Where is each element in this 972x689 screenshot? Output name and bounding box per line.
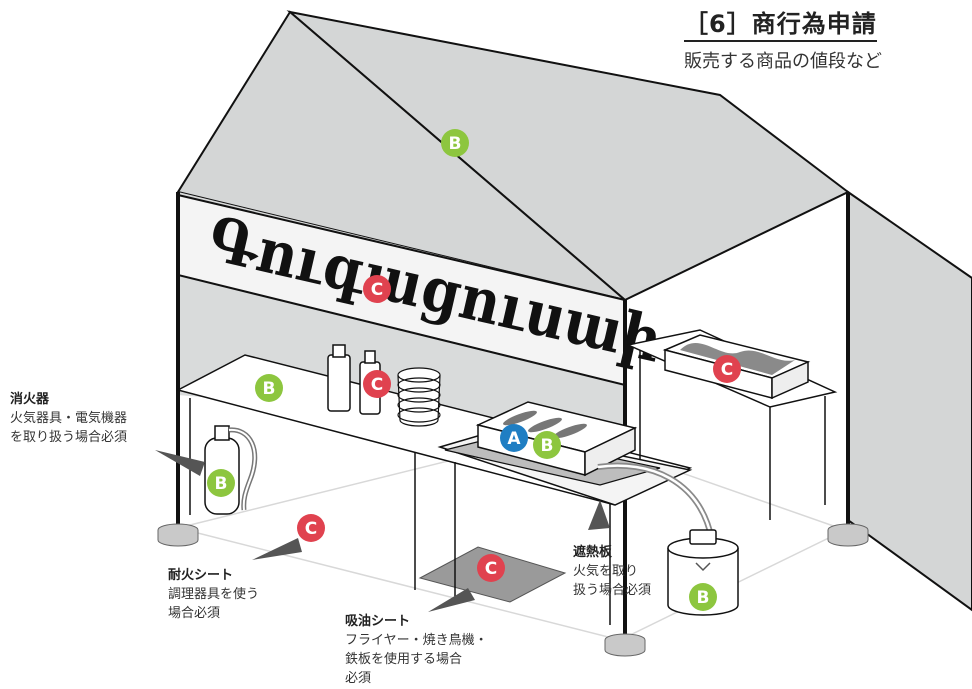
svg-text:A: A	[507, 429, 521, 449]
label-oil-sheet-title: 吸油シート	[345, 614, 411, 629]
oil-can	[667, 529, 739, 616]
svg-text:C: C	[721, 360, 733, 380]
fire-extinguisher	[204, 425, 258, 515]
svg-text:B: B	[263, 379, 276, 399]
svg-text:B: B	[215, 474, 228, 494]
label-heat-shield-line: 扱う場合必須	[573, 583, 652, 598]
svg-text:C: C	[371, 280, 383, 300]
label-oil-sheet: 吸油シート フライヤー・焼き鳥機・ 鉄板を使用する場合 必須	[345, 612, 488, 688]
svg-text:B: B	[449, 134, 462, 154]
badge-roof: B	[441, 129, 469, 157]
label-heat-shield-line: 火気を取り	[573, 564, 639, 579]
label-extinguisher-line: を取り扱う場合必須	[10, 430, 128, 445]
label-fire-sheet-line: 調理器具を使う	[168, 587, 260, 602]
badge-oil-can: B	[689, 583, 717, 611]
label-heat-shield: 遮熱板 火気を取り 扱う場合必須	[573, 543, 651, 600]
label-extinguisher-line: 火気器具・電気機器	[10, 411, 128, 426]
svg-text:B: B	[697, 588, 710, 608]
label-oil-sheet-line: 必須	[345, 671, 372, 686]
plate-stack	[397, 367, 441, 427]
label-fire-sheet: 耐火シート 調理器具を使う 場合必須	[168, 566, 259, 623]
badge-box: C	[713, 355, 741, 383]
badge-bottles: C	[363, 370, 391, 398]
svg-text:C: C	[305, 519, 317, 539]
label-oil-sheet-line: フライヤー・焼き鳥機・	[345, 633, 488, 648]
badge-floor: C	[297, 514, 325, 542]
label-heat-shield-title: 遮熱板	[573, 545, 613, 560]
label-extinguisher: 消火器 火気器具・電気機器 を取り扱う場合必須	[10, 390, 127, 447]
label-fire-sheet-title: 耐火シート	[168, 568, 234, 583]
svg-text:C: C	[371, 375, 383, 395]
badge-table-front: B	[255, 374, 283, 402]
label-oil-sheet-line: 鉄板を使用する場合	[345, 652, 463, 667]
svg-text:B: B	[541, 436, 554, 456]
pole-bases	[157, 523, 869, 657]
badge-oil-sheet: C	[477, 554, 505, 582]
page-subtitle: 販売する商品の値段など	[684, 51, 882, 72]
badge-extinguisher: B	[207, 469, 235, 497]
label-extinguisher-title: 消火器	[10, 392, 50, 407]
badge-tray: A	[500, 424, 528, 452]
label-fire-sheet-line: 場合必須	[168, 606, 221, 621]
pointer-arrows	[155, 450, 610, 612]
badge-sign: C	[363, 275, 391, 303]
badge-grill: B	[533, 431, 561, 459]
tent-right-wall	[847, 190, 972, 612]
page-title: ［6］商行為申請	[684, 4, 877, 42]
svg-text:C: C	[485, 559, 497, 579]
